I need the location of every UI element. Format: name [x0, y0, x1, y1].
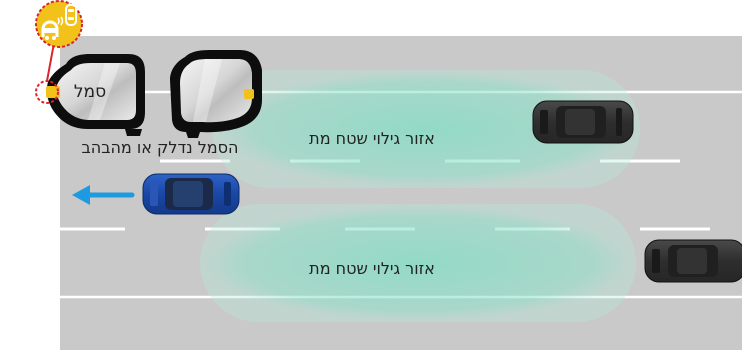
car-top-right: [533, 101, 633, 143]
detection-zone-top-label: אזור גילוי שטח מת: [262, 129, 482, 148]
mirror-symbol-label: סמל: [55, 82, 125, 102]
detection-zone-bottom-label: אזור גילוי שטח מת: [262, 259, 482, 278]
indicator-caption: הסמל נדלק או מהבהב: [40, 138, 280, 157]
own-car-blue: [143, 174, 239, 214]
car-bottom-right: [645, 240, 742, 282]
